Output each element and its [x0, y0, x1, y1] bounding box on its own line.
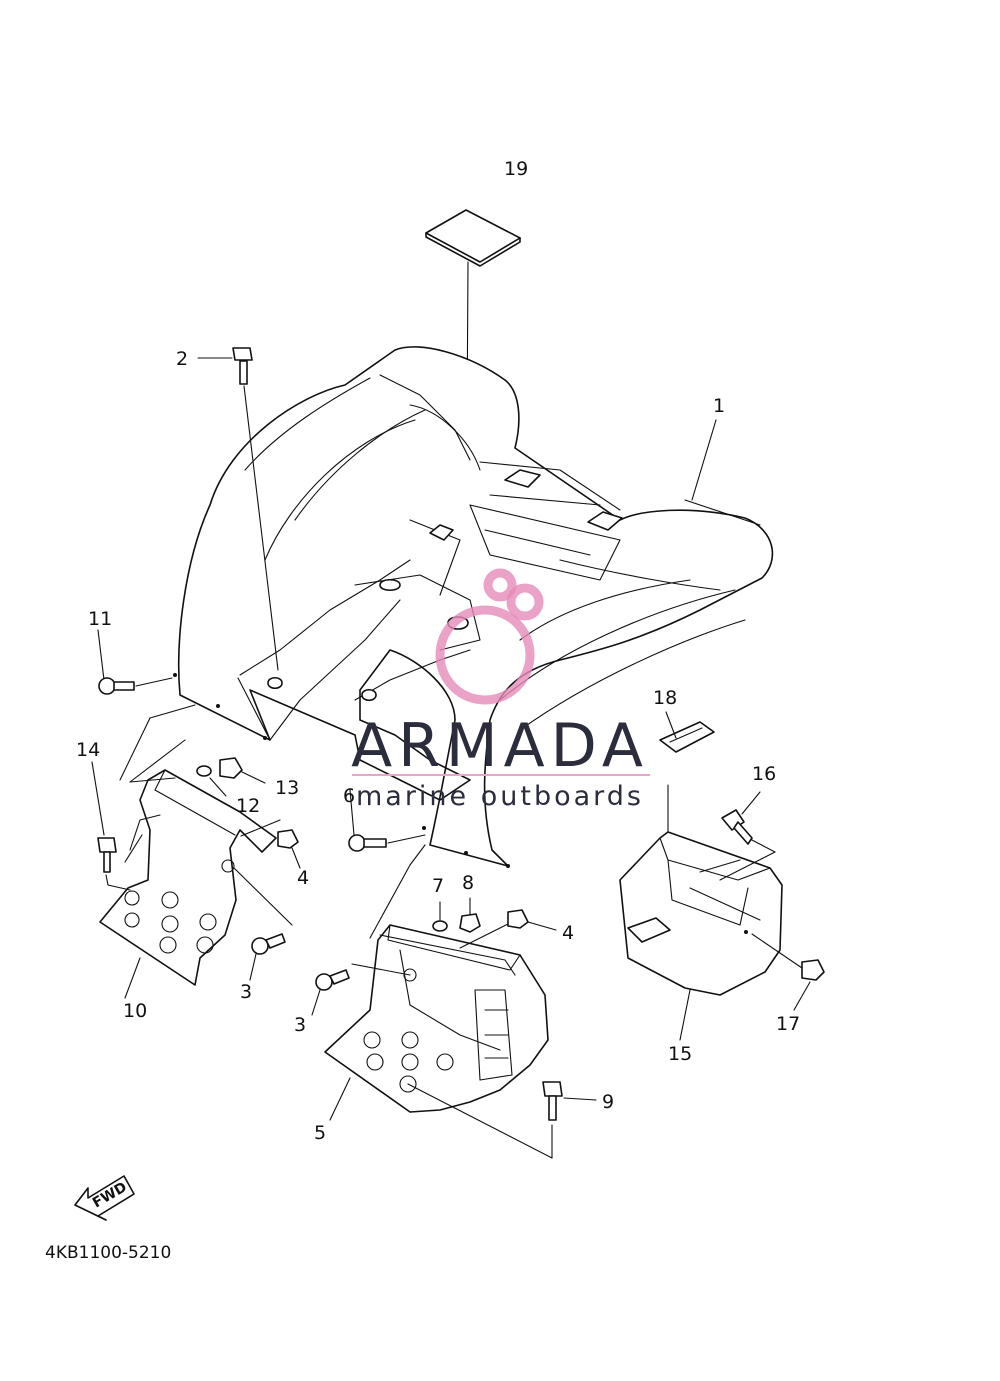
part-18-tool-clip	[659, 711, 715, 753]
part-4-nut-right	[459, 909, 557, 949]
part-2-bolt	[197, 347, 279, 671]
part-15-storage-box	[619, 784, 783, 1041]
callout-14: 14	[76, 739, 100, 761]
callout-18: 18	[653, 687, 677, 709]
part-8-nut	[459, 897, 481, 933]
callout-3-left: 3	[240, 981, 252, 1003]
part-9-bolt	[542, 1081, 597, 1121]
watermark-brand: ARMADA	[351, 711, 649, 781]
part-4-nut-left	[277, 829, 301, 869]
callout-9: 9	[602, 1091, 614, 1113]
callout-8: 8	[462, 872, 474, 894]
callout-11: 11	[88, 608, 112, 630]
part-6-bolt	[348, 789, 426, 852]
part-11-bolt	[97, 629, 173, 695]
part-16-bolt	[719, 791, 776, 881]
callout-5: 5	[314, 1122, 326, 1144]
part-13-nut	[219, 757, 266, 784]
callout-15: 15	[668, 1043, 692, 1065]
callout-7: 7	[432, 875, 444, 897]
callout-1: 1	[713, 395, 725, 417]
callout-2: 2	[176, 348, 188, 370]
part-3-screw-right	[311, 969, 350, 1016]
callout-4-left: 4	[297, 867, 309, 889]
callout-10: 10	[123, 1000, 147, 1022]
watermark-tagline: marine outboards	[356, 781, 644, 812]
callout-13: 13	[275, 777, 299, 799]
fwd-arrow-icon: FWD	[74, 1175, 135, 1221]
callout-19: 19	[504, 158, 528, 180]
callout-3-right: 3	[294, 1014, 306, 1036]
diagram-code: 4KB1100-5210	[45, 1243, 171, 1263]
part-17-nut	[751, 933, 825, 1011]
part-12-washer	[196, 765, 227, 797]
watermark-logo-icon	[435, 568, 544, 705]
part-5-footrest-guard	[324, 844, 553, 1159]
part-7-washer	[432, 901, 448, 932]
callout-12: 12	[236, 795, 260, 817]
part-14-bolt	[91, 761, 131, 891]
part-10-footrest-guard	[99, 704, 293, 999]
callout-17: 17	[776, 1013, 800, 1035]
callout-4-right: 4	[562, 922, 574, 944]
part-3-screw-left	[249, 933, 286, 981]
watermark: ARMADA marine outboards	[351, 568, 650, 812]
callout-16: 16	[752, 763, 776, 785]
callout-6: 6	[343, 785, 355, 807]
